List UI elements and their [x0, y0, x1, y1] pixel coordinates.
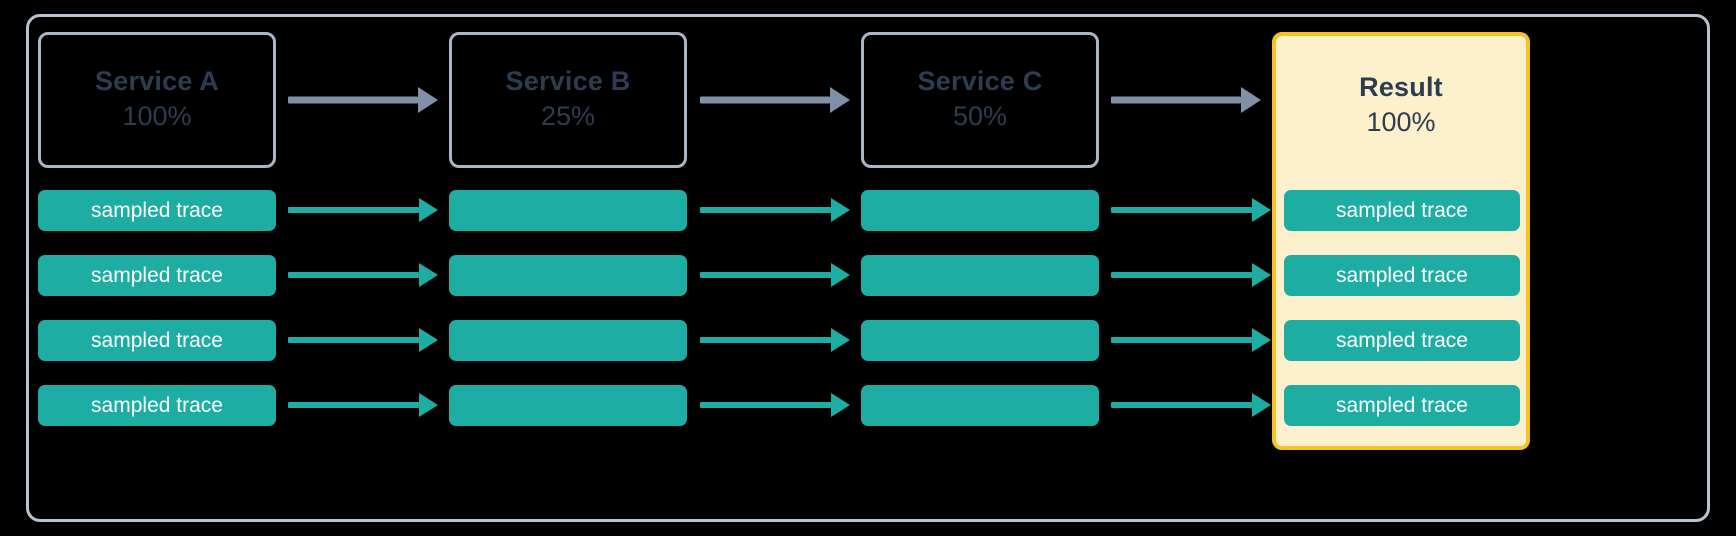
trace-bar-c-1 [861, 190, 1099, 231]
arrow-head [419, 198, 438, 222]
arrow-head [418, 87, 438, 113]
service-box-service-a: Service A 100% [38, 32, 276, 168]
trace-bar-result-1: sampled trace [1284, 190, 1520, 231]
service-a-percent: 100% [122, 100, 192, 131]
arrow-shaft [1111, 96, 1241, 104]
arrow-head [831, 263, 850, 287]
trace-bar-a-4: sampled trace [38, 385, 276, 426]
trace-bar-c-2 [861, 255, 1099, 296]
service-box-service-b: Service B 25% [449, 32, 687, 168]
arrow-shaft [288, 402, 419, 408]
arrow-head [1252, 263, 1271, 287]
arrow-head [419, 328, 438, 352]
trace-bar-b-1 [449, 190, 687, 231]
trace-bar-c-3 [861, 320, 1099, 361]
arrow-shaft [700, 272, 831, 278]
arrow-shaft [288, 337, 419, 343]
service-b-title: Service B [505, 65, 631, 96]
arrow-shaft [288, 207, 419, 213]
result-panel: Result 100% [1272, 32, 1530, 450]
trace-bar-result-4: sampled trace [1284, 385, 1520, 426]
service-a-title: Service A [95, 65, 219, 96]
arrow-shaft [700, 337, 831, 343]
arrow-head [419, 393, 438, 417]
trace-bar-result-3: sampled trace [1284, 320, 1520, 361]
arrow-head [1241, 87, 1261, 113]
arrow-shaft [700, 207, 831, 213]
trace-bar-a-2: sampled trace [38, 255, 276, 296]
trace-bar-a-3: sampled trace [38, 320, 276, 361]
arrow-shaft [700, 96, 830, 104]
trace-bar-result-2: sampled trace [1284, 255, 1520, 296]
arrow-shaft [288, 272, 419, 278]
result-percent: 100% [1366, 106, 1436, 137]
arrow-shaft [1111, 337, 1252, 343]
arrow-shaft [1111, 272, 1252, 278]
trace-bar-b-4 [449, 385, 687, 426]
service-c-title: Service C [917, 65, 1043, 96]
arrow-shaft [1111, 402, 1252, 408]
arrow-head [1252, 198, 1271, 222]
trace-bar-a-1: sampled trace [38, 190, 276, 231]
arrow-shaft [700, 402, 831, 408]
arrow-head [831, 328, 850, 352]
trace-bar-b-2 [449, 255, 687, 296]
service-c-percent: 50% [952, 100, 1008, 131]
result-title: Result [1359, 71, 1443, 102]
arrow-head [419, 263, 438, 287]
trace-bar-c-4 [861, 385, 1099, 426]
arrow-head [830, 87, 850, 113]
arrow-head [1252, 328, 1271, 352]
service-b-percent: 25% [540, 100, 596, 131]
arrow-head [831, 393, 850, 417]
arrow-head [831, 198, 850, 222]
result-header: Result 100% [1276, 36, 1526, 176]
trace-bar-b-3 [449, 320, 687, 361]
arrow-head [1252, 393, 1271, 417]
diagram-outer-frame [26, 14, 1710, 522]
arrow-shaft [1111, 207, 1252, 213]
service-box-service-c: Service C 50% [861, 32, 1099, 168]
arrow-shaft [288, 96, 418, 104]
